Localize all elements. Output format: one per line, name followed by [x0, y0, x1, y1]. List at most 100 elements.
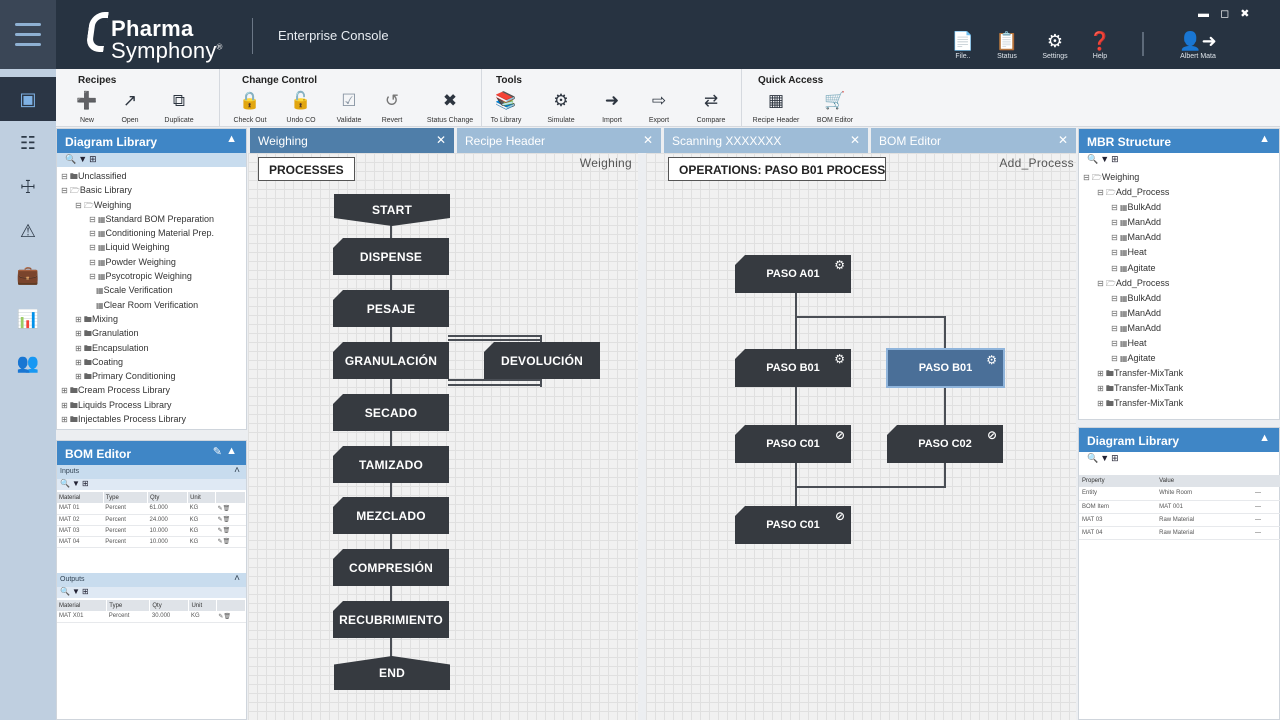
tree-item[interactable]: ⊟ 🗁Add_Process [1097, 277, 1170, 288]
tree-item[interactable]: ⊟ ▦Heat [1111, 338, 1147, 349]
edit-icon[interactable]: ✎ [212, 446, 222, 458]
disabled-icon[interactable]: ⊘ [986, 428, 997, 442]
remove-icon[interactable]: — [1254, 503, 1261, 510]
tree-item[interactable]: ⊟ 🗁Weighing [1083, 172, 1140, 182]
expand-icon[interactable]: ⊞ [89, 154, 99, 164]
close-tab-icon[interactable]: ✕ [1057, 133, 1068, 147]
search-icon[interactable]: 🔍 [1087, 154, 1101, 164]
status-button[interactable]: 📋 Status [983, 30, 1031, 60]
operation-node-paso-b01-selected[interactable]: PASO B01⚙ [886, 348, 1005, 388]
search-icon[interactable]: 🔍 [60, 479, 72, 488]
tree-item[interactable]: ⊞ 🖿Transfer-MixTank [1097, 368, 1184, 379]
export-button[interactable]: ⇨Export [633, 91, 685, 124]
process-canvas[interactable]: PROCESSES Weighing START DISPENSE PESAJE… [248, 153, 638, 720]
search-icon[interactable]: 🔍 [65, 154, 79, 164]
process-node-mezclado[interactable]: MEZCLADO [333, 497, 449, 534]
hamburger-menu-button[interactable] [0, 0, 56, 69]
process-node-pesaje[interactable]: PESAJE [333, 290, 449, 327]
process-node-recubrimiento[interactable]: RECUBRIMIENTO [333, 601, 449, 638]
start-node[interactable]: START [334, 194, 450, 226]
edit-row-icon[interactable]: ✎ [217, 517, 223, 523]
tree-item[interactable]: ⊟ ▦ManAdd [1111, 217, 1162, 228]
tree-item[interactable]: ⊞ 🖿Liquids Process Library [61, 399, 172, 410]
operation-node-paso-c01-2[interactable]: PASO C01⊘ [735, 506, 851, 544]
tree-item[interactable]: ⊟ 🗁Basic Library [61, 185, 132, 196]
help-button[interactable]: ❓ Help [1076, 30, 1124, 60]
nav-tools[interactable]: 💼 [0, 253, 56, 297]
search-icon[interactable]: 🔍 [60, 587, 72, 596]
tree-item[interactable]: ▦Clear Room Verification [96, 299, 199, 310]
close-window-button[interactable]: ✖ [1240, 8, 1254, 20]
delete-row-icon[interactable]: 🗑 [222, 539, 231, 545]
nav-alerts[interactable]: ⚠ [0, 209, 56, 253]
tree-item[interactable]: ⊞ 🖿Encapsulation [75, 342, 149, 353]
chevron-up-icon[interactable]: ˄ [234, 573, 240, 584]
process-node-secado[interactable]: SECADO [333, 394, 449, 431]
compare-button[interactable]: ⇄Compare [685, 91, 737, 124]
tree-item[interactable]: ⊞ 🖿Primary Conditioning [75, 371, 176, 382]
operation-node-paso-a01[interactable]: PASO A01⚙ [735, 255, 851, 293]
nav-team[interactable]: 👥 [0, 341, 56, 385]
operation-node-paso-c01[interactable]: PASO C01⊘ [735, 425, 851, 463]
simulate-button[interactable]: ⚙Simulate [535, 91, 587, 124]
undo-co-button[interactable]: 🔓Undo CO [275, 91, 327, 124]
collapse-chevron-icon[interactable]: ▲ [226, 133, 237, 145]
disabled-icon[interactable]: ⊘ [834, 428, 845, 442]
process-node-tamizado[interactable]: TAMIZADO [333, 446, 449, 483]
process-node-devolucion[interactable]: DEVOLUCIÓN [484, 342, 600, 379]
edit-row-icon[interactable]: ✎ [217, 528, 223, 534]
gear-icon[interactable]: ⚙ [986, 353, 997, 367]
check-out-button[interactable]: 🔒Check Out [224, 91, 276, 124]
duplicate-button[interactable]: ⧉Duplicate [153, 91, 205, 124]
revert-button[interactable]: ↺Revert [366, 91, 418, 124]
delete-row-icon[interactable]: 🗑 [223, 613, 232, 620]
process-node-granulacion[interactable]: GRANULACIÓN [333, 342, 449, 379]
minimize-button[interactable]: ▬ [1198, 8, 1213, 20]
tree-item[interactable]: ⊞ 🖿Transfer-MixTank [1097, 398, 1184, 409]
user-button[interactable]: 👤➜ Albert Mata [1168, 30, 1228, 60]
collapse-chevron-icon[interactable]: ▲ [1259, 432, 1270, 444]
recipe-header-button[interactable]: ▦Recipe Header [750, 91, 802, 124]
expand-icon[interactable]: ⊞ [1111, 154, 1121, 164]
tree-item[interactable]: ⊟ 🗁Weighing [75, 199, 132, 210]
expand-icon[interactable]: ⊞ [81, 587, 91, 596]
disabled-icon[interactable]: ⊘ [834, 509, 845, 523]
new-button[interactable]: ➕New [61, 91, 113, 124]
process-node-compresion[interactable]: COMPRESIÓN [333, 549, 449, 586]
tree-item[interactable]: ⊟ ▦Standard BOM Preparation [89, 213, 215, 224]
edit-row-icon[interactable]: ✎ [217, 505, 223, 512]
delete-row-icon[interactable]: 🗑 [222, 528, 231, 534]
tree-item[interactable]: ⊟ ▦Agitate [1111, 353, 1156, 364]
tree-item[interactable]: ⊟ ▦BulkAdd [1111, 292, 1162, 303]
tree-item[interactable]: ⊟ ▦Conditioning Material Prep. [89, 228, 215, 239]
bom-editor-button[interactable]: 🛒BOM Editor [809, 91, 861, 124]
tree-item[interactable]: ⊟ ▦Heat [1111, 247, 1147, 258]
tree-item[interactable]: ⊟ ▦Psycotropic Weighing [89, 271, 192, 282]
tree-item[interactable]: ⊟ ▦Liquid Weighing [89, 242, 170, 253]
remove-icon[interactable]: — [1254, 529, 1261, 536]
maximize-button[interactable]: ◻ [1220, 8, 1234, 20]
delete-row-icon[interactable]: 🗑 [222, 505, 231, 512]
tree-item[interactable]: ⊟ ▦Agitate [1111, 262, 1156, 273]
gear-icon[interactable]: ⚙ [834, 258, 845, 272]
nav-reports[interactable]: 📊 [0, 297, 56, 341]
import-button[interactable]: ➜Import [586, 91, 638, 124]
to-library-button[interactable]: 📚To Library [480, 91, 532, 124]
tab-recipe-header[interactable]: Recipe Header✕ [457, 128, 661, 153]
tree-item[interactable]: ⊟ ▦BulkAdd [1111, 202, 1162, 213]
tab-weighing[interactable]: Weighing✕ [250, 128, 454, 153]
nav-network[interactable]: ☷ [0, 121, 56, 165]
tree-item[interactable]: ▦Scale Verification [96, 285, 173, 296]
close-tab-icon[interactable]: ✕ [435, 133, 446, 147]
delete-row-icon[interactable]: 🗑 [222, 517, 231, 523]
edit-row-icon[interactable]: ✎ [218, 613, 224, 620]
nav-medical[interactable]: ☩ [0, 165, 56, 209]
tree-item[interactable]: ⊟ ▦Powder Weighing [89, 256, 176, 267]
